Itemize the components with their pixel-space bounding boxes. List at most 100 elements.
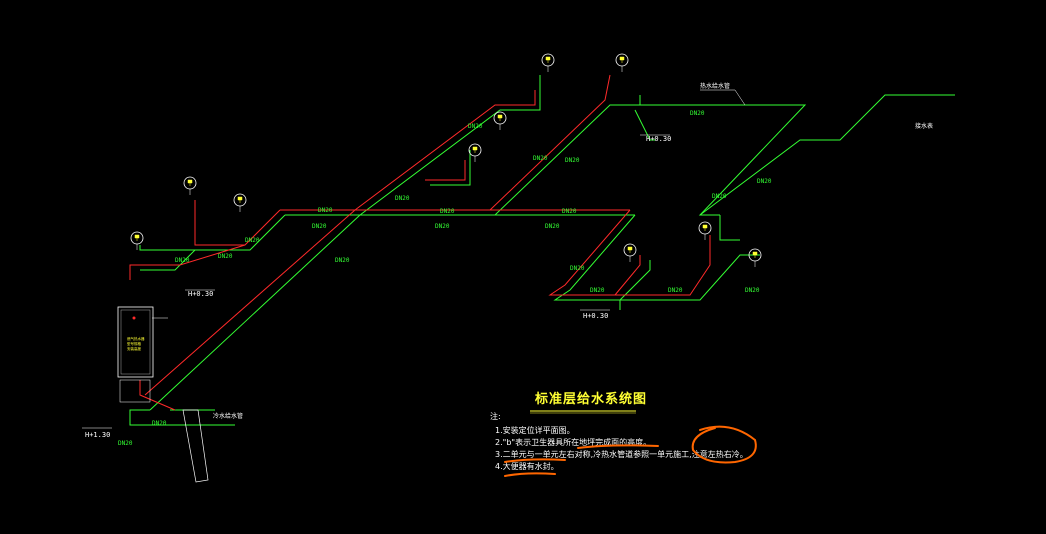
pipe-size-label: DN20 [757, 178, 772, 185]
fixture-icon [493, 111, 507, 130]
heater-indicator [132, 316, 136, 320]
fixture-symbol [619, 56, 625, 63]
cold-pipe-upper-branch [430, 150, 471, 186]
note-4: 4.大便器有水封。 [495, 461, 559, 471]
fixture-icon [233, 193, 247, 212]
fixtures [130, 53, 762, 267]
fixture-symbol [702, 224, 708, 231]
pipe-size-label: DN20 [175, 257, 190, 264]
cold-pipe-lower-right-3 [619, 260, 651, 301]
pipe-size-label: DN20 [218, 253, 233, 260]
pipe-size-label: DN20 [395, 195, 410, 202]
annotation-heater-out: 冷水给水管 [213, 412, 243, 420]
heater-inner [120, 309, 151, 375]
drawing-title: 标准层给水系统图 [534, 391, 647, 407]
heater-line-3: 安装高度 [127, 346, 141, 351]
note-2: 2."b"表示卫生器具所在地坪完成面的高度。 [495, 437, 651, 447]
pipe-size-label: DN20 [565, 157, 580, 164]
fixture-icon [130, 231, 144, 250]
pipe-size-label: DN20 [545, 223, 560, 230]
heater-line-1: 燃气热水器 [127, 336, 145, 341]
fixture-symbol [545, 56, 551, 63]
elevation-top: H+0.30 [646, 135, 671, 143]
heater-line-2: 型号规格 [127, 341, 141, 346]
fixture-icon [615, 53, 629, 72]
cold-water-pipes [129, 75, 955, 426]
pipe-size-label: DN20 [590, 287, 605, 294]
elevation-bottom: H+0.30 [583, 312, 608, 320]
pipe-size-labels: DN20DN20DN20DN20DN20DN20DN20DN20DN20DN20… [118, 110, 772, 447]
markup-underline-2 [504, 458, 566, 463]
pipe-size-label: DN20 [668, 287, 683, 294]
fixture-symbol [187, 179, 193, 186]
fixture-symbol [497, 114, 503, 121]
annotations: 热水给水管 接水表 冷水给水管 [213, 82, 933, 420]
cold-pipe-right-top [640, 104, 807, 216]
hot-water-pipes [129, 74, 711, 411]
elevation-markers: H+0.30 H+0.30 H+0.30 H+1.30 [82, 134, 671, 439]
hot-pipe-right-diagonal [489, 74, 611, 211]
pipe-size-label: DN20 [533, 155, 548, 162]
hand-markup [504, 425, 757, 477]
heater-valves [119, 379, 151, 403]
elevation-heater: H+1.30 [85, 431, 110, 439]
pipe-size-label: DN20 [712, 193, 727, 200]
notes-heading: 注: [490, 411, 501, 421]
hot-pipe-lower-right-3 [614, 255, 641, 296]
markup-underline-3 [504, 472, 556, 477]
fixture-symbol [752, 251, 758, 258]
cold-pipe-lower-right-4 [719, 215, 740, 241]
drain-pipe [182, 409, 209, 483]
cold-pipe-right-small [634, 109, 655, 141]
hot-pipe-heater [139, 380, 176, 411]
note-3: 3.二单元与一单元左右对称,冷热水管道参照一单元施工,注意左热右冷。 [495, 449, 748, 459]
pipe-size-label: DN20 [690, 110, 705, 117]
pipe-size-label: DN20 [468, 123, 483, 130]
fixture-icon [541, 53, 555, 72]
cold-pipe-far-right [699, 94, 955, 216]
hot-pipe-main-diagonal [144, 209, 356, 396]
cold-pipe-lower-right-2 [555, 254, 760, 301]
pipe-size-label: DN20 [440, 208, 455, 215]
fixture-symbol [627, 246, 633, 253]
gas-water-heater: 燃气热水器 型号规格 安装高度 [117, 306, 209, 483]
annotation-hot-supply: 热水给水管 [700, 82, 730, 90]
cold-pipe-heater-supply [129, 409, 235, 426]
fixture-icon [698, 221, 712, 240]
hot-pipe-upper-branch [425, 160, 466, 181]
pipe-size-label: DN20 [570, 265, 585, 272]
pipe-size-label: DN20 [245, 237, 260, 244]
pipe-size-label: DN20 [312, 223, 327, 230]
pipe-size-label: DN20 [562, 208, 577, 215]
hot-pipe-left-branch [194, 200, 281, 246]
pipe-size-label: DN20 [118, 440, 133, 447]
markup-circle [691, 425, 757, 464]
notes-block: 注: 1.安装定位详平面图。 2."b"表示卫生器具所在地坪完成面的高度。 3.… [490, 411, 748, 471]
hot-pipe-lower-right-2 [615, 235, 711, 296]
cold-pipe-main-diagonal [149, 214, 361, 411]
pipe-size-label: DN20 [318, 207, 333, 214]
pipe-size-label: DN20 [152, 420, 167, 427]
pipe-size-label: DN20 [745, 287, 760, 294]
elevation-left: H+0.30 [188, 290, 213, 298]
pipe-size-label: DN20 [335, 257, 350, 264]
cold-pipe-upper-diagonal [359, 75, 541, 216]
fixture-symbol [237, 196, 243, 203]
note-1: 1.安装定位详平面图。 [495, 425, 575, 435]
annotation-meter: 接水表 [915, 122, 933, 130]
fixture-icon [468, 143, 482, 162]
fixture-symbol [134, 234, 140, 241]
hot-pipe-upper-diagonal [354, 90, 536, 211]
heater-body [117, 306, 154, 378]
fixture-icon [748, 248, 762, 267]
markup-underline-1 [577, 444, 659, 449]
hot-pipe-lower-right [548, 209, 631, 296]
cold-pipe-left-branch-2 [140, 249, 250, 271]
fixture-icon [623, 243, 637, 262]
title-block: 标准层给水系统图 [530, 391, 647, 414]
fixture-icon [183, 176, 197, 195]
fixture-symbol [472, 146, 478, 153]
hot-pipe-left-branch-2 [129, 244, 246, 280]
pipe-size-label: DN20 [435, 223, 450, 230]
